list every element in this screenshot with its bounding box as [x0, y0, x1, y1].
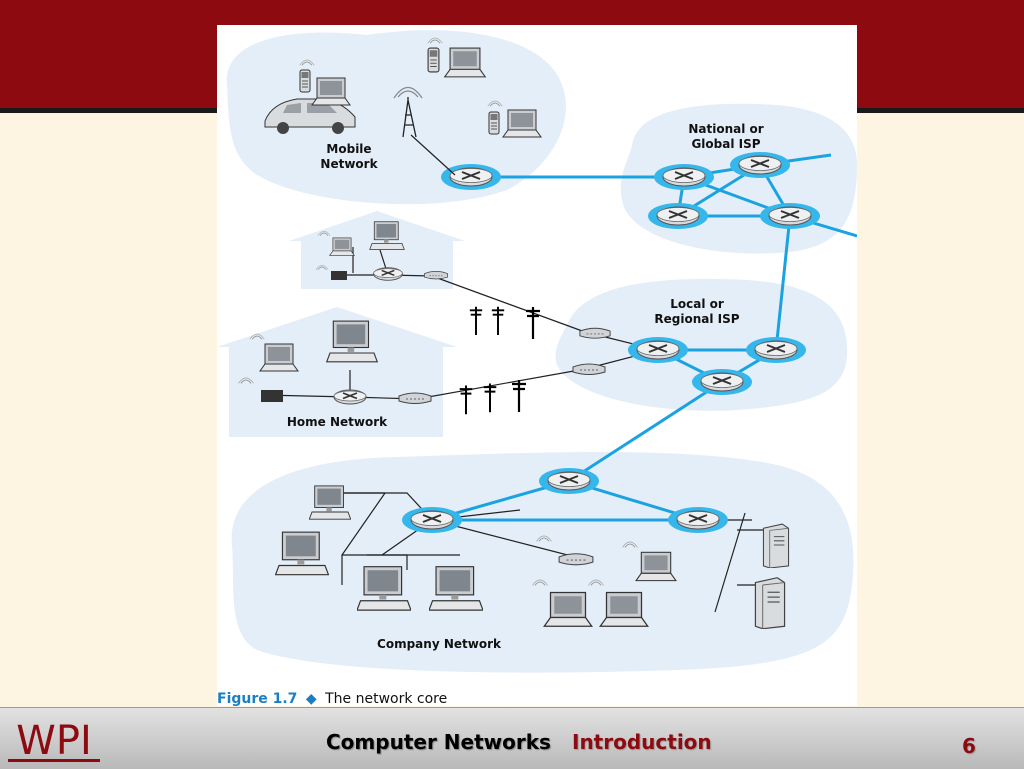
regional-isp-label: Regional ISP: [654, 312, 739, 326]
laptop-icon: [311, 77, 351, 106]
cell-phone-icon: [488, 111, 500, 135]
figure-caption: Figure 1.7 ◆ The network core: [217, 691, 447, 706]
wireless-base-station: [261, 390, 283, 402]
mobile-network-label: Network: [320, 157, 378, 171]
course-title: Computer Networks: [326, 730, 551, 754]
wpi-logo-text: WPI: [16, 718, 91, 764]
house-icon: [289, 211, 465, 289]
wpi-logo: WPI: [8, 718, 100, 764]
router-icon: [647, 202, 709, 230]
router-icon: [401, 506, 463, 534]
router-icon: [729, 151, 791, 179]
router-icon: [653, 163, 715, 191]
national-isp-label: National or: [688, 122, 763, 136]
figure-caption-text: The network core: [324, 691, 447, 706]
server-icon: [762, 523, 790, 568]
national-isp-label: Global ISP: [691, 137, 760, 151]
regional-isp-label: Local or: [670, 297, 724, 311]
house-icon: [217, 307, 457, 437]
router-icon: [440, 163, 502, 191]
footer-bar: [0, 707, 1024, 769]
modem-icon: [572, 363, 606, 375]
router-icon: [538, 467, 600, 495]
company-network-label: Company Network: [377, 637, 502, 651]
cell-tower-icon: [393, 86, 423, 138]
laptop-icon: [599, 591, 649, 627]
router-icon: [372, 266, 404, 282]
router-icon: [333, 389, 367, 405]
router-icon: [627, 336, 689, 364]
section-title: Introduction: [572, 730, 712, 754]
laptop-icon: [543, 591, 593, 627]
laptop-icon: [444, 47, 486, 78]
cell-phone-icon: [427, 47, 440, 73]
utility-pole-icon: [482, 382, 498, 413]
modem-icon: [558, 553, 594, 566]
utility-pole-icon: [458, 384, 474, 415]
server-icon: [754, 577, 786, 629]
local-isp-region: [555, 278, 848, 411]
laptop-icon: [259, 343, 299, 372]
mobile-network-label: Mobile: [326, 142, 371, 156]
modem-icon: [579, 327, 611, 339]
network-core-figure: Mobile Network National or Global ISP Lo…: [217, 25, 858, 707]
page-number: 6: [962, 734, 976, 758]
router-icon: [759, 202, 821, 230]
car-icon: [264, 98, 356, 134]
utility-pole-icon: [468, 305, 484, 335]
home-network-label: Home Network: [287, 415, 388, 429]
router-icon: [745, 336, 807, 364]
wireless-base-station: [331, 271, 347, 280]
utility-pole-icon: [510, 378, 528, 413]
laptop-icon: [635, 551, 677, 582]
router-icon: [667, 506, 729, 534]
utility-pole-icon: [490, 305, 506, 335]
modem-icon: [424, 271, 448, 280]
utility-pole-icon: [524, 305, 542, 339]
router-icon: [691, 368, 753, 396]
cell-phone-icon: [299, 69, 311, 93]
modem-icon: [398, 392, 432, 404]
laptop-icon: [329, 237, 355, 256]
tower-link: [410, 134, 456, 176]
caption-separator: ◆: [306, 691, 317, 706]
laptop-icon: [502, 109, 542, 138]
figure-caption-label: Figure 1.7: [217, 691, 297, 706]
